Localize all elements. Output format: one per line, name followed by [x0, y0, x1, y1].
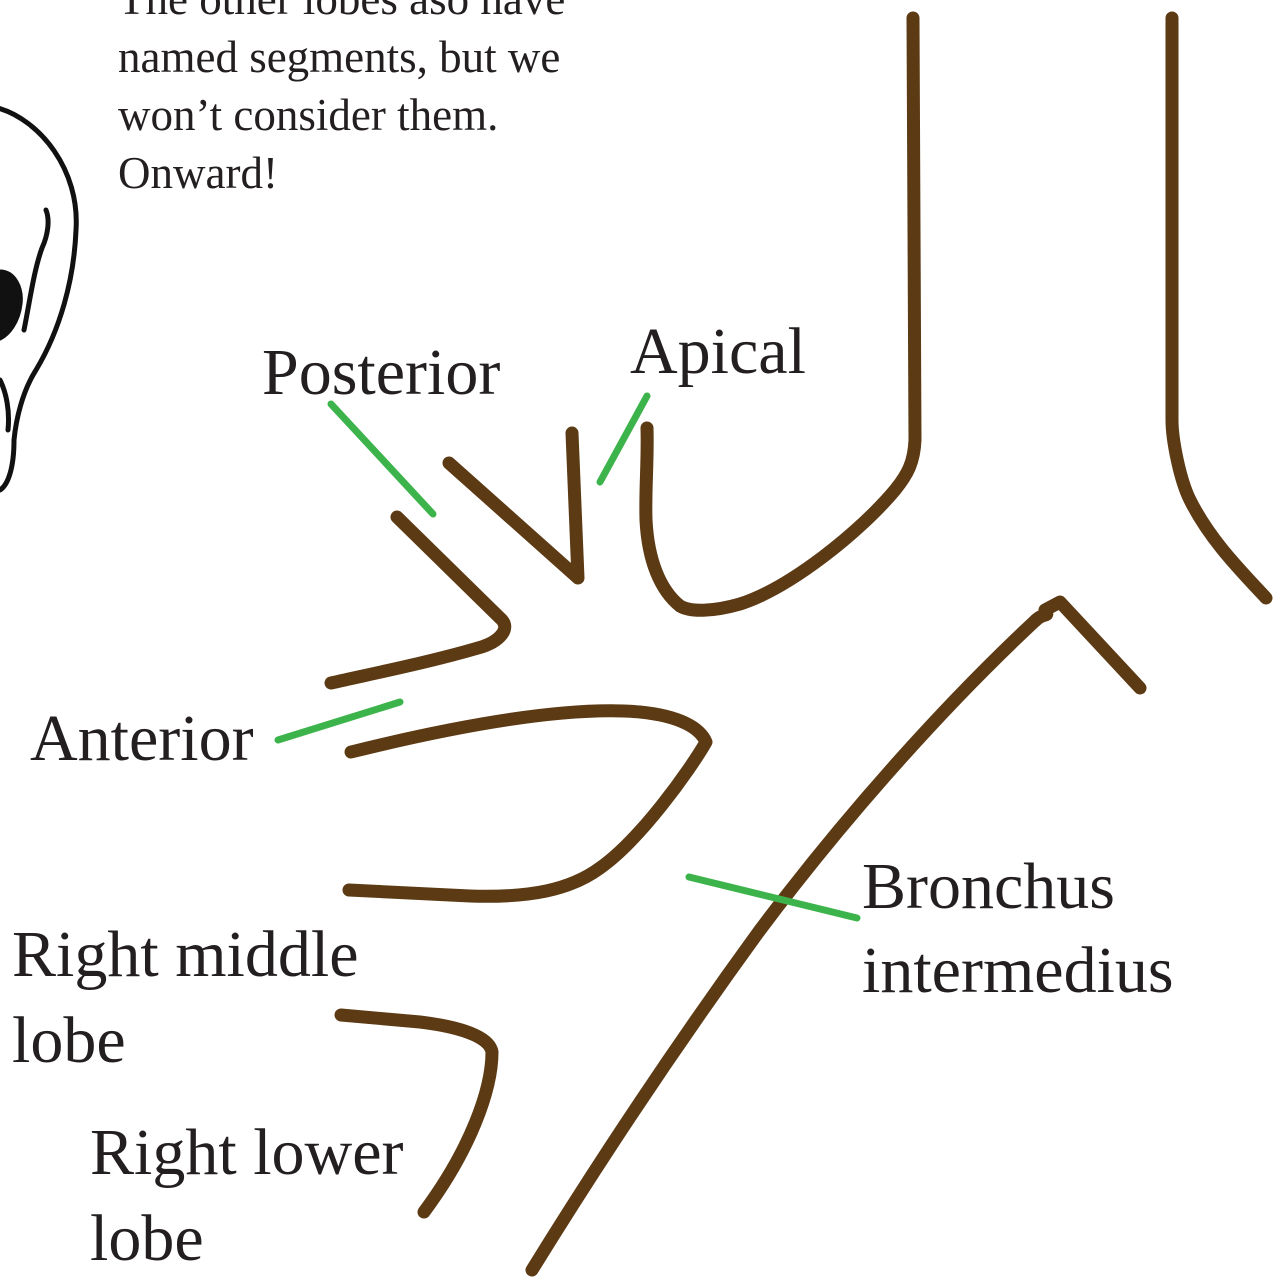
caption-line: named segments, but we	[118, 28, 565, 86]
caption-line: The other lobes aso have	[118, 0, 565, 28]
label-line: lobe	[12, 998, 359, 1084]
skull-cheek-line	[24, 210, 48, 330]
anterior-leader-line	[278, 702, 400, 740]
carina-right-wall	[1036, 602, 1140, 688]
posterior-leader-line	[331, 404, 433, 514]
posterior-label: Posterior	[262, 340, 500, 406]
skull-illustration	[0, 108, 76, 490]
anterior-middle-wall	[349, 711, 706, 896]
skull-eye	[0, 272, 20, 338]
posterior-bronchus-wall	[331, 517, 505, 683]
label-line: Bronchus	[862, 845, 1174, 929]
label-line: Right lower	[90, 1110, 403, 1196]
caption-line: Onward!	[118, 144, 565, 202]
bronchus-intermedius-label: Bronchus intermedius	[862, 845, 1174, 1013]
apical-leader-line	[600, 396, 647, 482]
right-lower-lobe-label: Right lower lobe	[90, 1110, 403, 1282]
trachea-right-wall	[1172, 18, 1266, 598]
label-line: intermedius	[862, 929, 1174, 1013]
label-line: lobe	[90, 1196, 403, 1282]
skull-jaw-line	[0, 380, 9, 430]
apical-label: Apical	[630, 319, 806, 385]
caption-line: won’t consider them.	[118, 86, 565, 144]
label-line: Right middle	[12, 912, 359, 998]
anterior-label: Anterior	[30, 706, 254, 772]
caption-text: The other lobes aso have named segments,…	[118, 0, 565, 202]
right-middle-lobe-label: Right middle lobe	[12, 912, 359, 1084]
airway-walls	[331, 18, 1266, 1270]
apical-bronchus-wall	[449, 433, 578, 578]
